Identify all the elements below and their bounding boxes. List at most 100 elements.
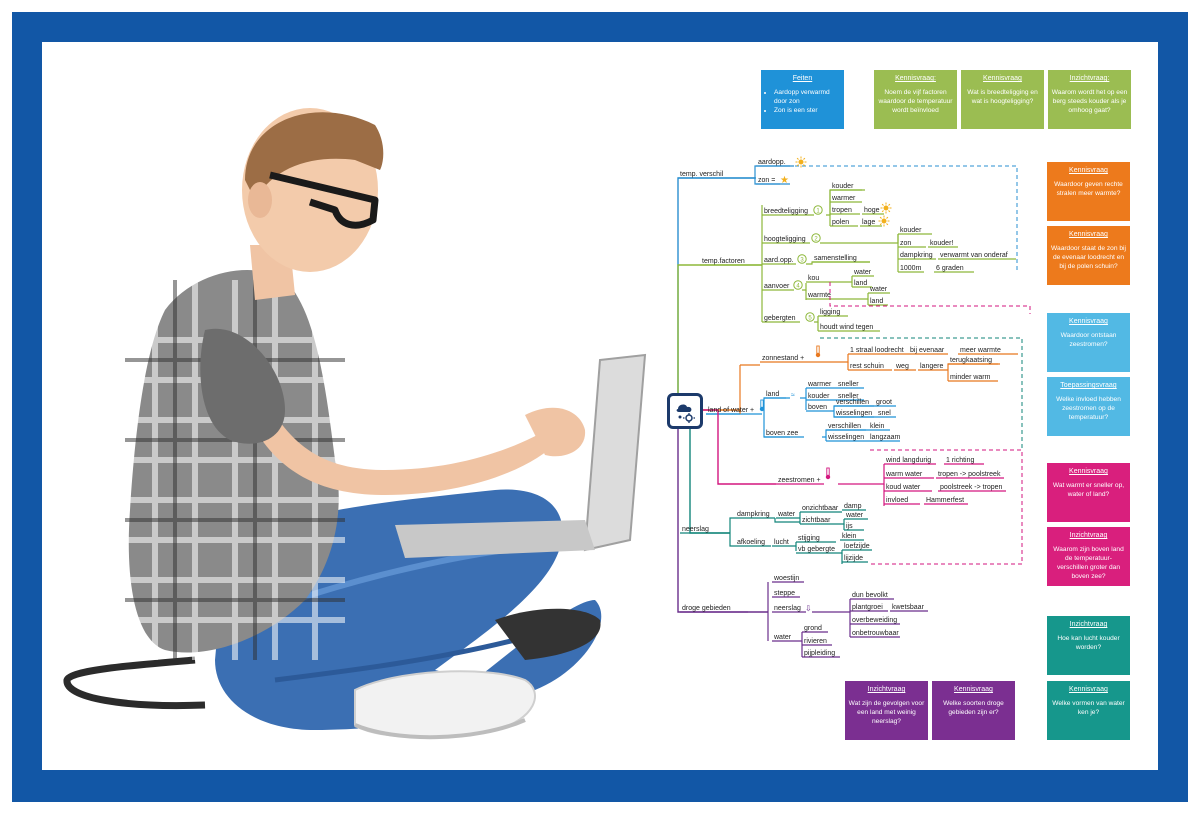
node-wind-langdurig: wind langdurig — [885, 457, 931, 464]
svg-text:verschillen: verschillen — [836, 399, 869, 406]
svg-text:onbetrouwbaar: onbetrouwbaar — [852, 630, 899, 637]
svg-text:samenstelling: samenstelling — [814, 255, 857, 262]
svg-text:weg: weg — [895, 363, 909, 370]
card-title: Inzichtvraag — [1069, 532, 1108, 539]
card-text: Wat warmt er sneller op, water of land? — [1052, 482, 1125, 499]
node-gebergten: gebergten — [764, 315, 796, 322]
node-afkoeling: afkoeling — [737, 539, 765, 546]
cable — [63, 656, 206, 709]
node-verschillen-zee: verschillen — [828, 423, 861, 430]
map-connector — [829, 282, 1031, 314]
node-zonnestand: zonnestand + — [762, 355, 804, 362]
node-1-straal: 1 straal loodrecht — [850, 347, 904, 354]
node-pijpleiding: pijpleiding — [804, 650, 835, 657]
card-text: Welke invloed hebben zeestromen op de te… — [1056, 396, 1121, 422]
sleeve — [200, 328, 285, 444]
svg-text:water: water — [845, 512, 864, 519]
svg-text:boven: boven — [808, 404, 827, 411]
svg-text:kouder: kouder — [832, 183, 854, 190]
blue-frame-border — [12, 12, 1188, 802]
svg-text:polen: polen — [832, 219, 849, 226]
svg-text:zon =: zon = — [758, 177, 775, 184]
node-wisselingen: wisselingen — [835, 410, 872, 417]
svg-text:zichtbaar: zichtbaar — [802, 517, 831, 524]
node-meer-warmte: meer warmte — [960, 347, 1001, 354]
node-lijzijde: lijzijde — [844, 555, 863, 562]
node-zon: zon = — [758, 177, 775, 184]
svg-text:neerslag: neerslag — [682, 526, 709, 533]
node-plantgroei: plantgroei — [852, 604, 883, 611]
svg-text:tropen -> poolstreek: tropen -> poolstreek — [938, 471, 1001, 478]
node-tropen: tropen — [832, 207, 852, 214]
svg-text:bij evenaar: bij evenaar — [910, 347, 945, 354]
node-1-richting: 1 richting — [946, 457, 975, 464]
card-title: Inzichtvraag — [867, 686, 906, 693]
number-badge — [805, 312, 815, 322]
node-6graden: 6 graden — [936, 265, 964, 272]
svg-text:groot: groot — [876, 399, 892, 406]
card-title: Kennisvraag — [1069, 167, 1108, 174]
svg-text:hoge: hoge — [864, 207, 880, 214]
map-connector — [824, 276, 853, 283]
svg-text:zon: zon — [900, 240, 911, 247]
node-kwetsbaar: kwetsbaar — [892, 604, 925, 611]
node-lucht: lucht — [774, 539, 789, 546]
card-bullets: Aardopp verwarmd door zonZon is een ster — [764, 89, 841, 116]
svg-text:poolstreek -> tropen: poolstreek -> tropen — [940, 484, 1003, 491]
svg-text:temp. verschil: temp. verschil — [680, 171, 724, 178]
svg-text:aard.opp.: aard.opp. — [764, 257, 794, 264]
node-damp: damp — [844, 503, 862, 510]
svg-text:kouder: kouder — [808, 393, 830, 400]
node-warm-water: warm water — [885, 471, 923, 478]
map-connector — [800, 388, 807, 399]
svg-text:wisselingen: wisselingen — [827, 434, 864, 441]
svg-text:onzichtbaar: onzichtbaar — [802, 505, 839, 512]
laptop-lid — [583, 353, 647, 552]
svg-text:pijpleiding: pijpleiding — [804, 650, 835, 657]
node-zon-2: zon — [900, 240, 911, 247]
node-breedteligging: breedteligging — [764, 208, 808, 215]
node-warmer: warmer — [831, 195, 856, 202]
svg-text:water: water — [869, 286, 888, 293]
map-connector — [820, 234, 899, 244]
card-text: Wat zijn de gevolgen voor een land met w… — [848, 700, 925, 726]
node-warmte: warmte — [807, 292, 831, 299]
card-text: Welke soorten droge gebieden zijn er? — [943, 700, 1004, 717]
branch-zeestromen: zeestromen + — [778, 477, 821, 484]
svg-text:land: land — [870, 298, 883, 305]
svg-text:vb gebergte: vb gebergte — [798, 546, 835, 553]
svg-text:langere: langere — [920, 363, 943, 370]
node-kouder: kouder — [832, 183, 854, 190]
svg-text:warm water: warm water — [885, 471, 923, 478]
svg-text:breedteligging: breedteligging — [764, 208, 808, 215]
node-land-2: land — [870, 298, 883, 305]
svg-text:meer warmte: meer warmte — [960, 347, 1001, 354]
svg-text:langzaam: langzaam — [870, 434, 901, 441]
svg-text:plantgroei: plantgroei — [852, 604, 883, 611]
svg-text:koud water: koud water — [886, 484, 921, 491]
svg-text:Hammerfest: Hammerfest — [926, 497, 964, 504]
svg-text:rivieren: rivieren — [804, 638, 827, 645]
svg-text:damp: damp — [844, 503, 862, 510]
map-connector — [774, 518, 800, 523]
map-connector — [677, 264, 762, 410]
svg-text:invloed: invloed — [886, 497, 908, 504]
node-hoge: hoge — [864, 207, 880, 214]
svg-text:land: land — [854, 280, 867, 287]
node-verschillen: verschillen — [836, 399, 869, 406]
sun-icon — [878, 215, 890, 227]
svg-text:houdt wind tegen: houdt wind tegen — [820, 324, 873, 331]
card-title: Kennisvraag — [983, 75, 1022, 82]
question-card: Inzichtvraag:Waarom wordt het op een ber… — [1048, 70, 1131, 129]
node-grond: grond — [804, 625, 822, 632]
number-badge — [793, 280, 803, 290]
svg-text:lucht: lucht — [774, 539, 789, 546]
